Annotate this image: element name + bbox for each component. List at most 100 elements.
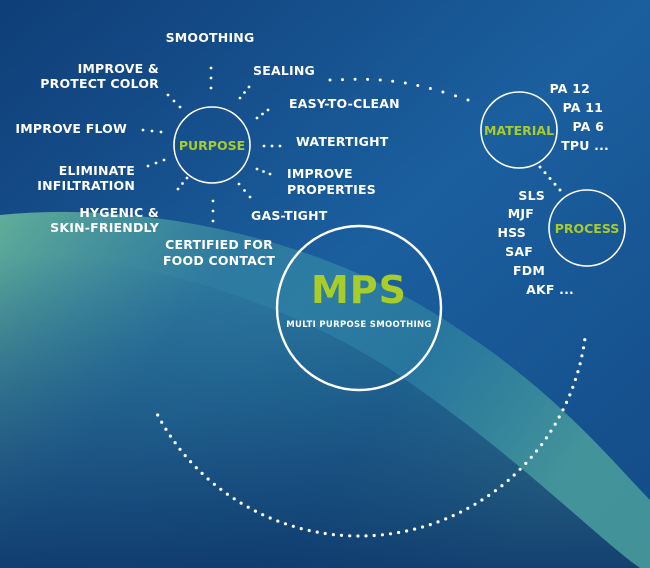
connector-dot	[268, 172, 272, 176]
connector-dot	[176, 187, 180, 191]
connector-dot	[291, 524, 295, 528]
connector-dot	[583, 338, 587, 342]
process-item: SLS	[518, 188, 545, 203]
material-circle	[480, 91, 558, 169]
process-item: AKF ...	[526, 282, 574, 297]
connector-dot	[278, 144, 282, 148]
purpose-label-watertight: WATERTIGHT	[296, 134, 389, 149]
connector-dot	[160, 420, 164, 424]
connector-dot	[557, 415, 561, 419]
purpose-label-smoothing: SMOOTHING	[166, 30, 255, 45]
connector-dot	[219, 487, 223, 491]
connector-dot	[154, 161, 158, 165]
connector-dot	[558, 188, 562, 192]
material-item: TPU ...	[561, 138, 609, 153]
connector-dot	[553, 422, 557, 426]
connector-dot	[209, 76, 213, 80]
connector-dot	[428, 523, 432, 527]
connector-dot	[553, 182, 557, 186]
connector-dot	[571, 385, 575, 389]
connector-dot	[364, 534, 368, 538]
connector-dot	[549, 429, 553, 433]
connector-dot	[413, 527, 417, 531]
connector-dot	[506, 478, 510, 482]
process-items: SLS MJF HSS SAF FDM AKF ...	[497, 188, 574, 297]
connector-dot	[261, 112, 264, 116]
connector-dot	[391, 79, 395, 83]
purpose-title: PURPOSE	[179, 138, 245, 153]
connector-dot	[454, 94, 457, 98]
connector-dot	[540, 443, 544, 447]
connector-dot	[341, 78, 344, 82]
connector-dot	[581, 346, 586, 350]
material-title: MATERIAL	[484, 123, 554, 138]
connector-dot	[173, 441, 177, 445]
connector-dot	[200, 471, 204, 475]
connector-dot	[543, 171, 547, 175]
connector-dot	[441, 90, 445, 94]
connector-dot	[307, 528, 311, 533]
connector-dot	[243, 189, 246, 192]
connector-dot	[189, 460, 193, 464]
purpose-circle	[173, 106, 251, 184]
process-item: FDM	[513, 263, 545, 278]
connector-dot	[212, 482, 216, 486]
connector-dot	[255, 167, 259, 171]
connector-dot	[183, 454, 187, 458]
connector-dot	[534, 449, 539, 453]
mps-title: MPS	[311, 268, 407, 312]
connector-dot	[166, 93, 170, 97]
connector-dot	[356, 534, 360, 538]
connector-dot	[232, 497, 236, 501]
purpose-label-protect-color: IMPROVE &PROTECT COLOR	[40, 61, 159, 91]
material-item: PA 11	[563, 100, 603, 115]
connector-dot	[276, 519, 280, 523]
connector-dot	[211, 209, 215, 213]
connector-dot	[209, 86, 213, 90]
connector-dot	[146, 164, 150, 168]
process-title: PROCESS	[555, 221, 620, 236]
connector-dot	[248, 195, 252, 199]
mps-subtitle: MULTI PURPOSE SMOOTHING	[286, 320, 431, 330]
connector-dot	[283, 522, 288, 526]
purpose-labels: SMOOTHING SEALING EASY-TO-CLEAN WATERTIG…	[15, 30, 399, 268]
connector-dot	[141, 128, 145, 132]
connector-dot	[544, 436, 549, 440]
connector-dot	[578, 362, 582, 366]
connector-dot	[156, 413, 160, 417]
connector-dot	[500, 484, 504, 488]
connector-dot	[162, 158, 166, 162]
connector-dot	[378, 78, 382, 82]
connector-dot	[436, 520, 440, 524]
connector-dot	[580, 354, 584, 358]
connector-dot	[561, 408, 565, 412]
purpose-label-hygenic: HYGENIC &SKIN-FRIENDLY	[50, 205, 160, 235]
material-item: PA 6	[572, 119, 604, 134]
connector-dot	[366, 77, 370, 81]
connector-dot	[159, 130, 163, 134]
connector-dot	[164, 427, 168, 431]
connector-dot	[466, 98, 470, 102]
connector-dot	[262, 144, 266, 148]
connector-dot	[348, 534, 352, 538]
connector-dot	[397, 530, 401, 535]
connector-dot	[466, 506, 470, 510]
connector-dot	[459, 510, 463, 514]
connector-dot	[209, 66, 213, 70]
connector-dot	[372, 533, 376, 538]
connector-dot	[328, 78, 332, 82]
connector-dot	[512, 473, 516, 477]
connector-dot	[529, 455, 533, 459]
connector-dot	[480, 498, 484, 502]
purpose-label-gas-tight: GAS-TIGHT	[251, 208, 328, 223]
connector-dot	[299, 527, 303, 531]
connector-dot	[564, 400, 569, 404]
connector-dot	[444, 517, 448, 521]
connector-dot	[405, 529, 409, 533]
connector-dot	[255, 116, 259, 120]
connector-dot	[246, 505, 250, 509]
connector-dot	[353, 77, 357, 81]
connector-dot	[178, 447, 182, 451]
connector-dot	[576, 370, 580, 374]
